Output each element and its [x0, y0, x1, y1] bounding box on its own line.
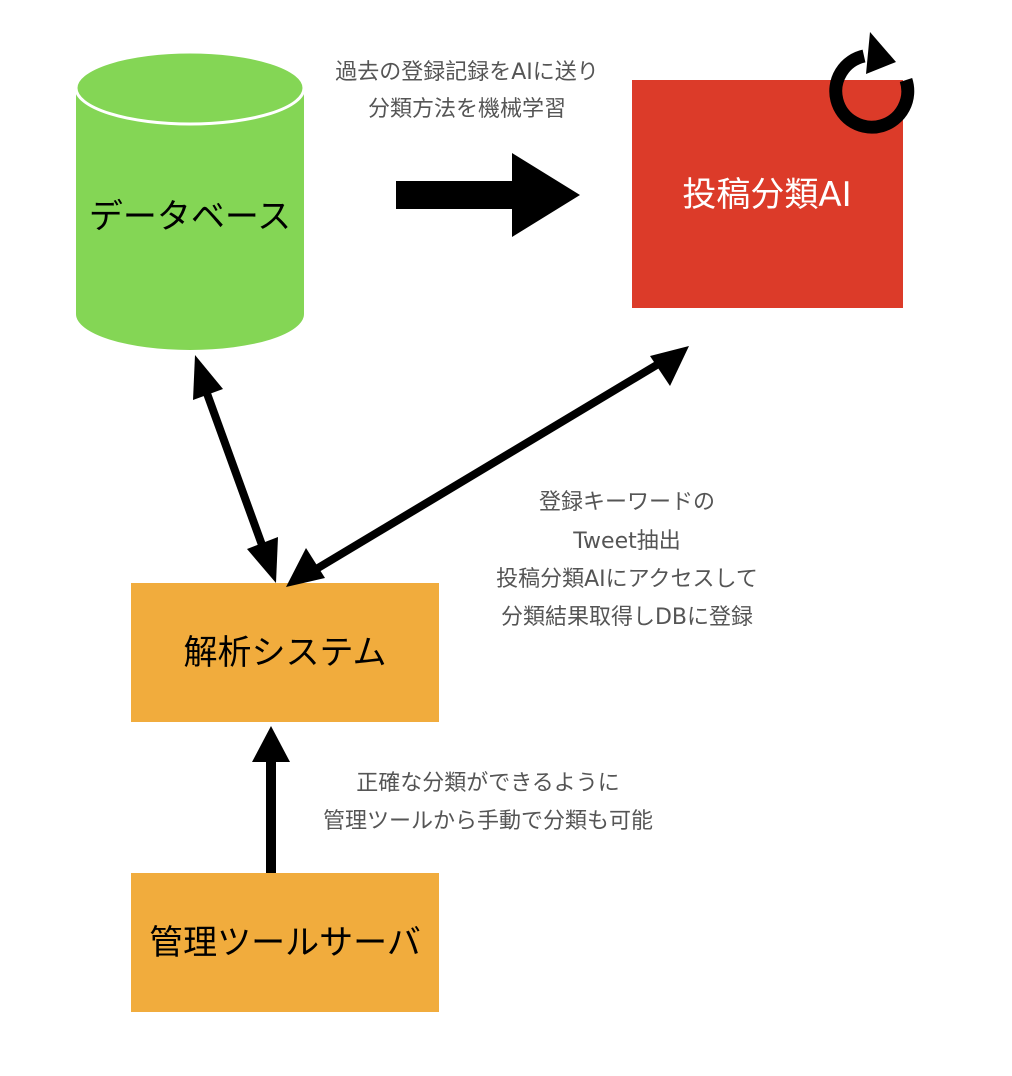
database-cylinder-body: [76, 88, 304, 350]
svg-text:正確な分類ができるように: 正確な分類ができるように: [356, 771, 620, 796]
admin-label: 管理ツールサーバ: [149, 923, 421, 963]
analysis-box: [131, 583, 439, 722]
database-node[interactable]: データベース: [74, 50, 306, 350]
admin-box: [131, 873, 439, 1012]
ai-node[interactable]: 投稿分類AI: [632, 80, 903, 308]
note-manual: 正確な分類ができるように 管理ツールから手動で分類も可能: [323, 771, 653, 834]
refresh-icon: [829, 32, 915, 134]
database-cylinder-top: [74, 50, 306, 126]
svg-text:管理ツールから手動で分類も可能: 管理ツールから手動で分類も可能: [323, 809, 653, 834]
svg-text:登録キーワードの: 登録キーワードの: [539, 490, 715, 515]
svg-text:Tweet抽出: Tweet抽出: [572, 529, 681, 554]
note-analysis: 登録キーワードの Tweet抽出 投稿分類AIにアクセスして 分類結果取得しDB…: [496, 490, 758, 630]
svg-text:過去の登録記録をAIに送り: 過去の登録記録をAIに送り: [335, 60, 599, 85]
arrow-database-to-ai: [396, 153, 580, 237]
arrow-database-analysis: [193, 355, 278, 583]
ai-label: 投稿分類AI: [682, 175, 851, 215]
svg-text:分類結果取得しDBに登録: 分類結果取得しDBに登録: [501, 605, 753, 630]
note-training: 過去の登録記録をAIに送り 分類方法を機械学習: [335, 60, 599, 122]
svg-text:投稿分類AIにアクセスして: 投稿分類AIにアクセスして: [496, 567, 758, 592]
arrow-ai-analysis: [286, 346, 689, 587]
arrow-admin-to-analysis: [252, 726, 290, 873]
analysis-node[interactable]: 解析システム: [131, 583, 439, 722]
database-label: データベース: [89, 197, 291, 237]
analysis-label: 解析システム: [184, 633, 387, 673]
svg-text:分類方法を機械学習: 分類方法を機械学習: [368, 97, 566, 122]
admin-node[interactable]: 管理ツールサーバ: [131, 873, 439, 1012]
